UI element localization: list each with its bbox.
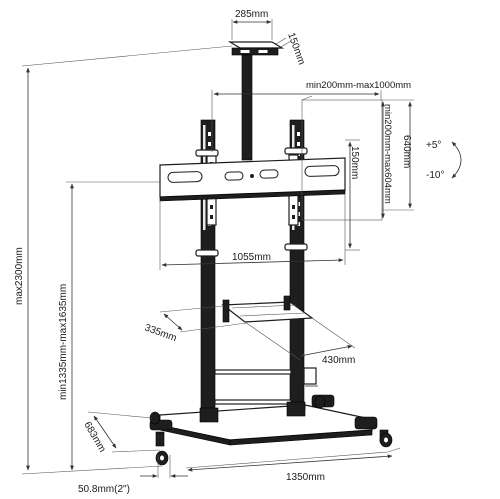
vesa-height-label: min200mm-max604mm <box>382 104 393 204</box>
curved-double-arrow-icon <box>451 141 462 179</box>
max-height-label: max2300mm <box>14 247 25 305</box>
pole-diameter-label: 50.8mm(2") <box>78 484 130 495</box>
vesa-width-label: min200mm-max1000mm <box>306 80 411 91</box>
tv-height-label: 640mm <box>401 135 412 168</box>
bracket-width-label: 1055mm <box>232 252 271 263</box>
tilt-down-label: -10° <box>426 170 444 181</box>
base-width-label: 1350mm <box>286 472 325 483</box>
center-height-label: min1335mm-max1635mm <box>58 284 69 400</box>
stand-structure <box>149 41 393 466</box>
shelf-width-label: 430mm <box>322 355 355 366</box>
center-post <box>241 54 253 161</box>
tilt-up-label: +5° <box>426 140 441 151</box>
bracket-height-label: 150mm <box>349 146 360 179</box>
base-depth-label: 683mm <box>81 420 107 454</box>
main-bracket <box>159 157 346 202</box>
top-width-label: 285mm <box>235 9 268 20</box>
caster-front-left <box>155 431 169 466</box>
lower-crossbars <box>214 367 318 405</box>
top-depth-label: 150mm <box>285 31 307 66</box>
top-shelf <box>227 41 285 56</box>
casters <box>149 395 393 466</box>
column-clamps <box>195 147 308 257</box>
caster-front-right <box>379 429 393 448</box>
caster-back-right <box>314 395 326 409</box>
shelf-depth-label: 335mm <box>143 322 178 344</box>
